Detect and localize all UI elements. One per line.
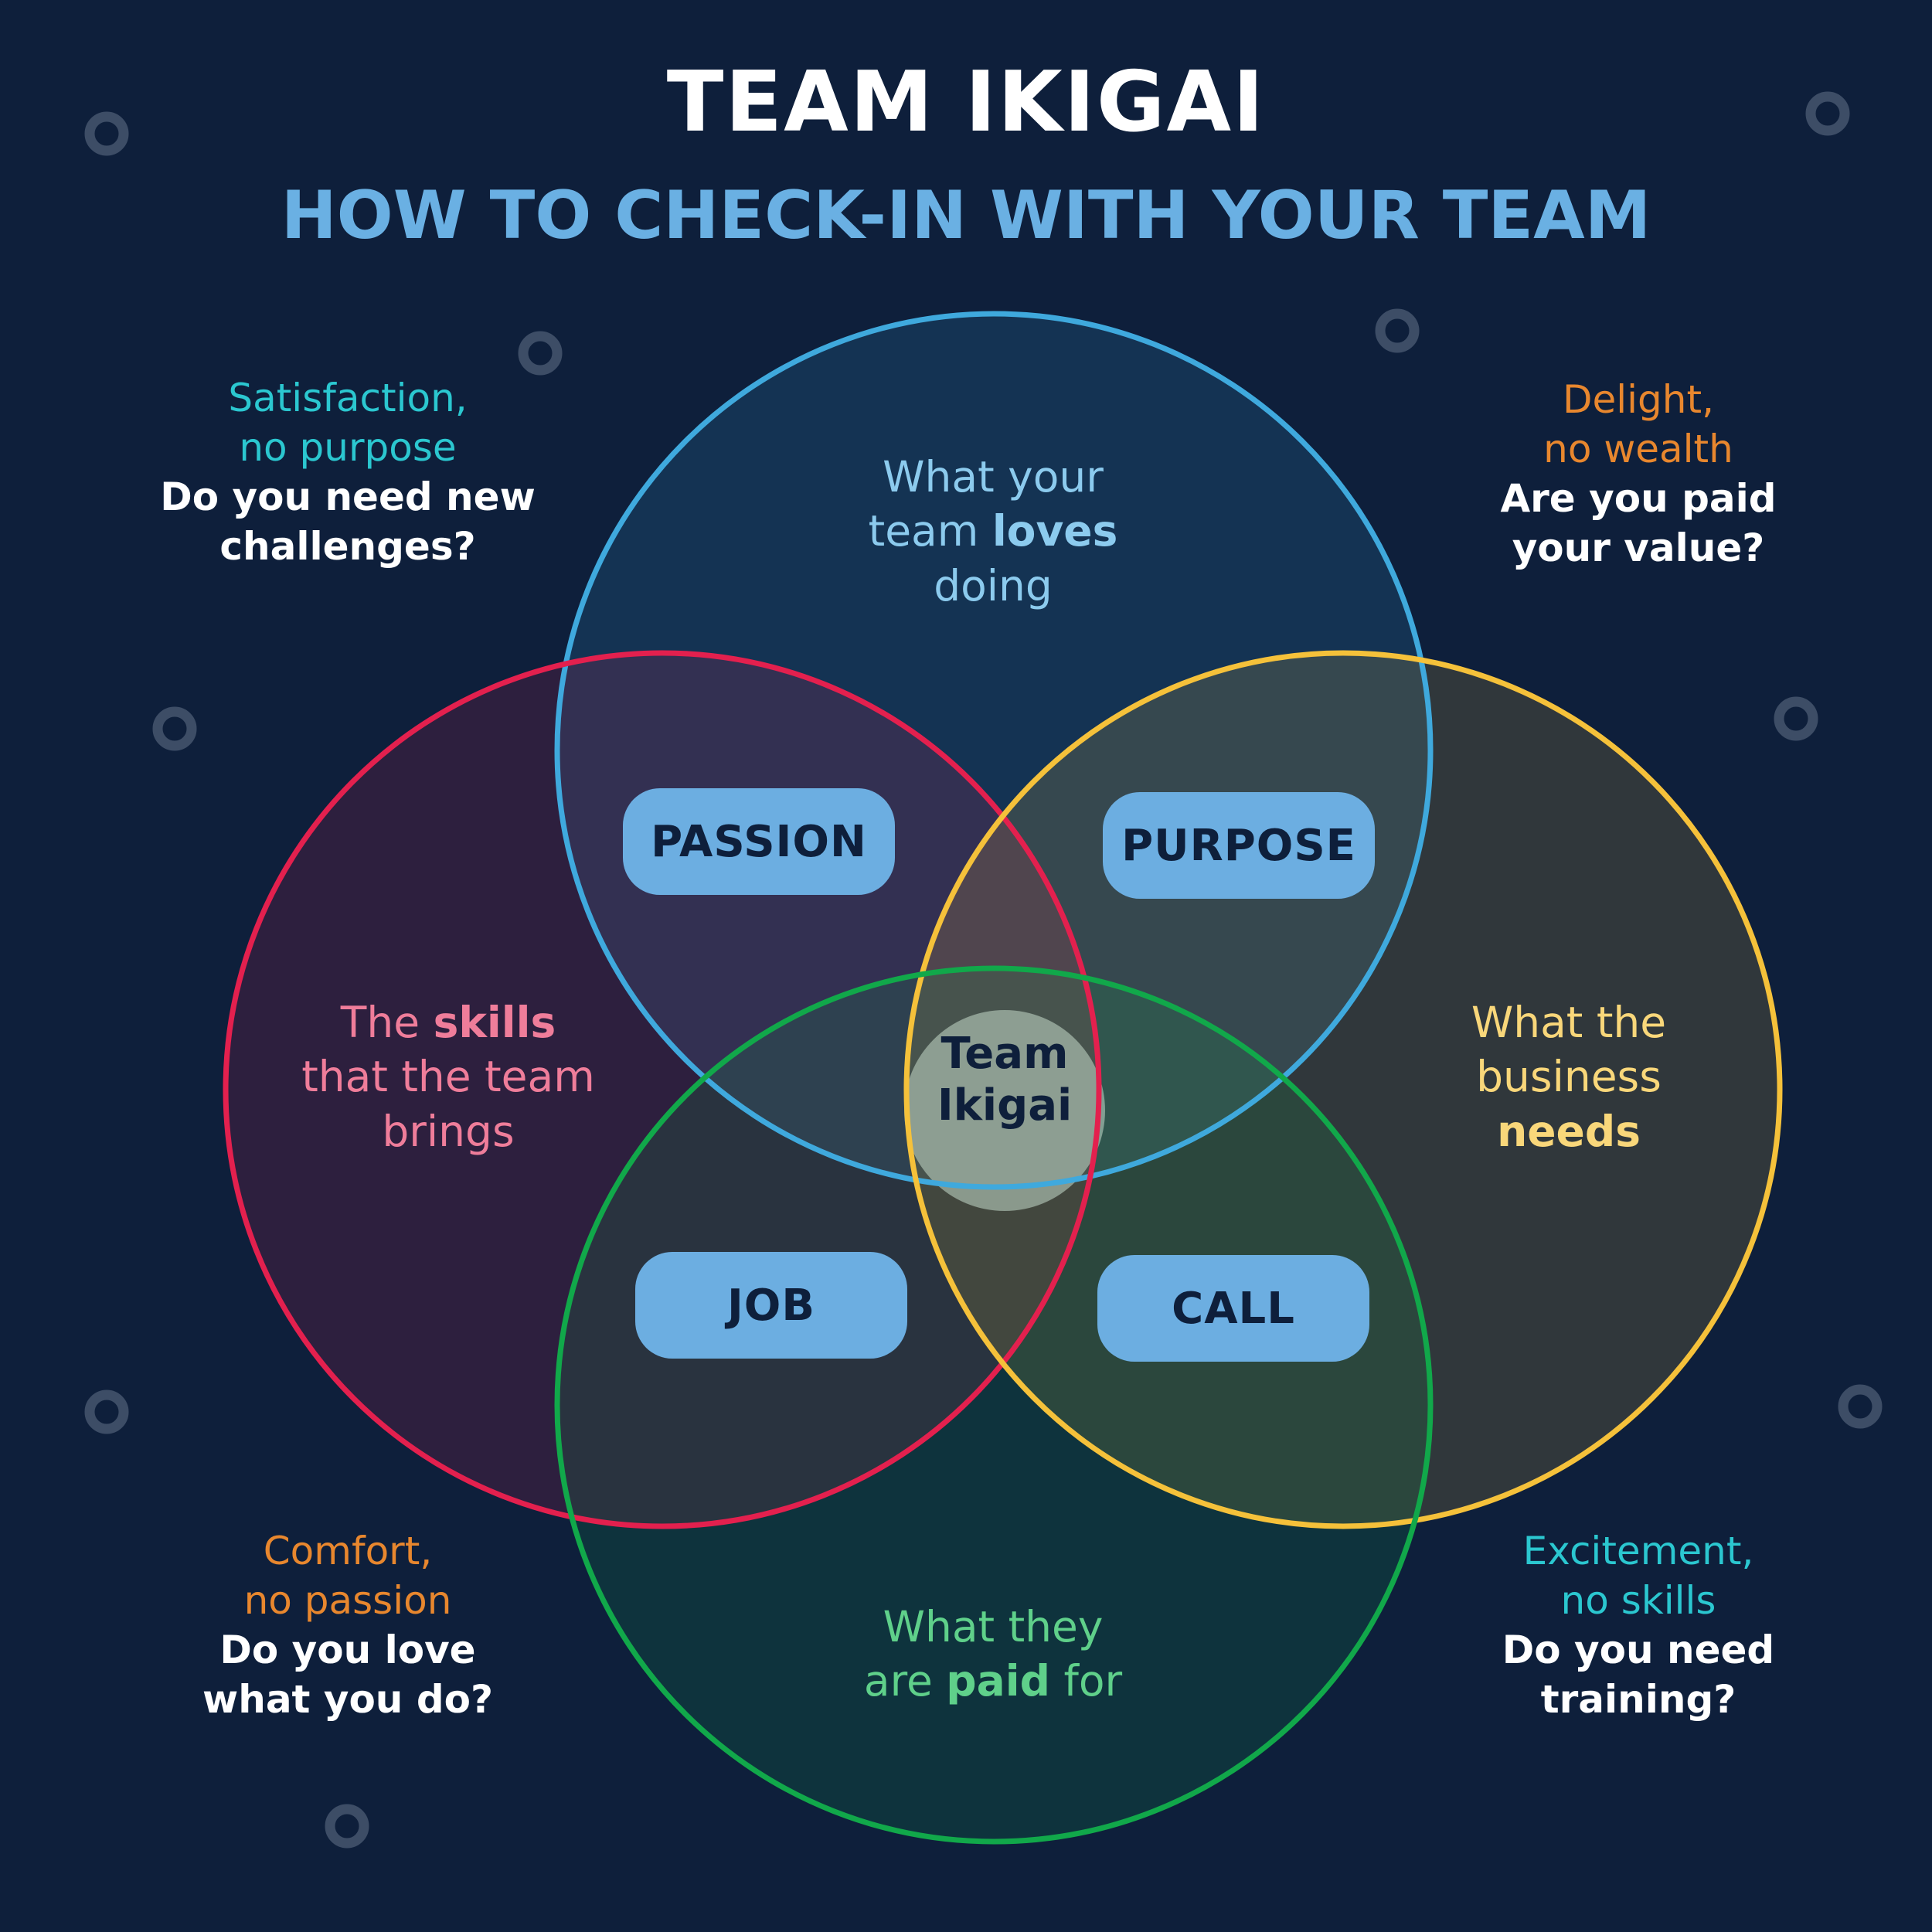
decor-ring-icon (1805, 91, 1850, 136)
skills-label-line: that the team (301, 1052, 595, 1102)
love-circle (554, 311, 1434, 1190)
corner-state: Delight, (1563, 377, 1714, 422)
love-circle-fill (557, 314, 1430, 1187)
paid-circle (554, 965, 1434, 1845)
center-label: Team Ikigai (866, 1028, 1144, 1131)
passion-pill: PASSION (623, 788, 895, 895)
needs-label: What the business needs (1360, 995, 1777, 1158)
corner-question: Do you love (219, 1628, 476, 1672)
love-keyword: loves (992, 506, 1118, 556)
corner-top-left: Satisfaction, no purpose Do you need new… (108, 373, 587, 571)
decor-ring-icon (325, 1804, 369, 1849)
decor-ring-icon (1838, 1384, 1883, 1429)
corner-state-detail: no passion (243, 1578, 452, 1623)
love-label-line: doing (934, 560, 1053, 611)
decor-ring-icon (84, 1389, 129, 1434)
page-title: TEAM IKIGAI (666, 54, 1266, 151)
needs-label-line: needs (1360, 1104, 1777, 1158)
skills-label-line: brings (382, 1106, 515, 1156)
paid-circle-fill (557, 968, 1430, 1842)
needs-label-line: What the (1471, 998, 1667, 1047)
corner-state: Comfort, (263, 1529, 433, 1573)
corner-bottom-left: Comfort, no passion Do you love what you… (108, 1526, 587, 1724)
love-label-line: What your (883, 452, 1104, 502)
decor-ring-icon (518, 331, 563, 376)
corner-state: Excitement, (1522, 1529, 1754, 1573)
love-label-line: team loves (868, 506, 1118, 556)
center-label-line: Team (940, 1029, 1069, 1079)
corner-question: training? (1540, 1677, 1736, 1722)
corner-state-detail: no wealth (1543, 427, 1733, 471)
needs-circle (903, 650, 1783, 1529)
decor-ring-icon (1774, 696, 1818, 741)
corner-state-detail: no skills (1560, 1578, 1716, 1623)
decor-ring-icon (1375, 308, 1420, 353)
paid-label-line: are paid for (863, 1656, 1123, 1706)
skills-label: The skills that the team brings (232, 995, 665, 1158)
corner-question: challenges? (219, 524, 476, 569)
job-pill: JOB (635, 1252, 907, 1359)
purpose-pill: PURPOSE (1103, 792, 1375, 899)
needs-keyword: needs (1497, 1106, 1641, 1156)
paid-label: What they are paid for (773, 1600, 1213, 1709)
corner-state: Satisfaction, (228, 376, 468, 420)
corner-question: Do you need new (160, 474, 536, 519)
corner-bottom-right: Excitement, no skills Do you need traini… (1399, 1526, 1878, 1724)
skills-keyword: skills (433, 998, 556, 1047)
decor-ring-icon (152, 706, 197, 751)
center-highlight (904, 1010, 1105, 1211)
skills-circle (223, 650, 1102, 1529)
call-pill: CALL (1097, 1255, 1369, 1362)
corner-question: what you do? (202, 1677, 493, 1722)
skills-label-line: The skills (340, 998, 556, 1047)
corner-question: Are you paid (1500, 476, 1777, 521)
corner-top-right: Delight, no wealth Are you paid your val… (1399, 375, 1878, 573)
corner-state-detail: no purpose (239, 425, 457, 470)
paid-keyword: paid (946, 1656, 1051, 1706)
center-label-line: Ikigai (937, 1080, 1073, 1131)
paid-label-line: What they (883, 1602, 1104, 1651)
love-label: What your team loves doing (773, 450, 1213, 613)
corner-question: Do you need (1502, 1628, 1775, 1672)
needs-label-line: business (1476, 1052, 1662, 1102)
corner-question: your value? (1512, 526, 1765, 570)
page-subtitle: HOW TO CHECK-IN WITH YOUR TEAM (281, 177, 1651, 254)
decor-ring-icon (84, 111, 129, 156)
